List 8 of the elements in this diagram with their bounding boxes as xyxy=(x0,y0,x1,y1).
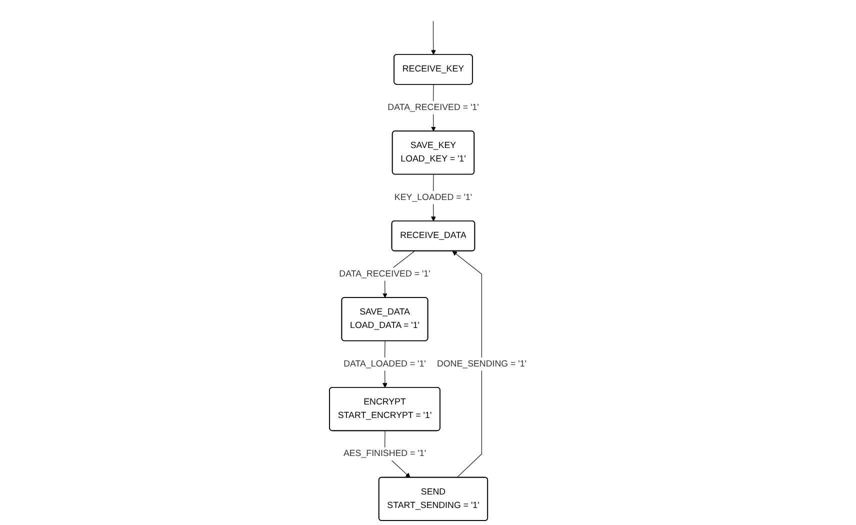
edge-label: AES_FINISHED = '1' xyxy=(343,448,426,458)
edge-label: DATA_LOADED = '1' xyxy=(344,359,426,368)
edge-label: DATA_RECEIVED = '1' xyxy=(339,269,430,279)
arrow xyxy=(452,250,482,478)
edge-label: KEY_LOADED = '1' xyxy=(394,192,472,202)
edge-label: DONE_SENDING = '1' xyxy=(436,359,526,368)
edge-label: DATA_RECEIVED = '1' xyxy=(388,102,479,112)
arrow xyxy=(431,20,436,55)
